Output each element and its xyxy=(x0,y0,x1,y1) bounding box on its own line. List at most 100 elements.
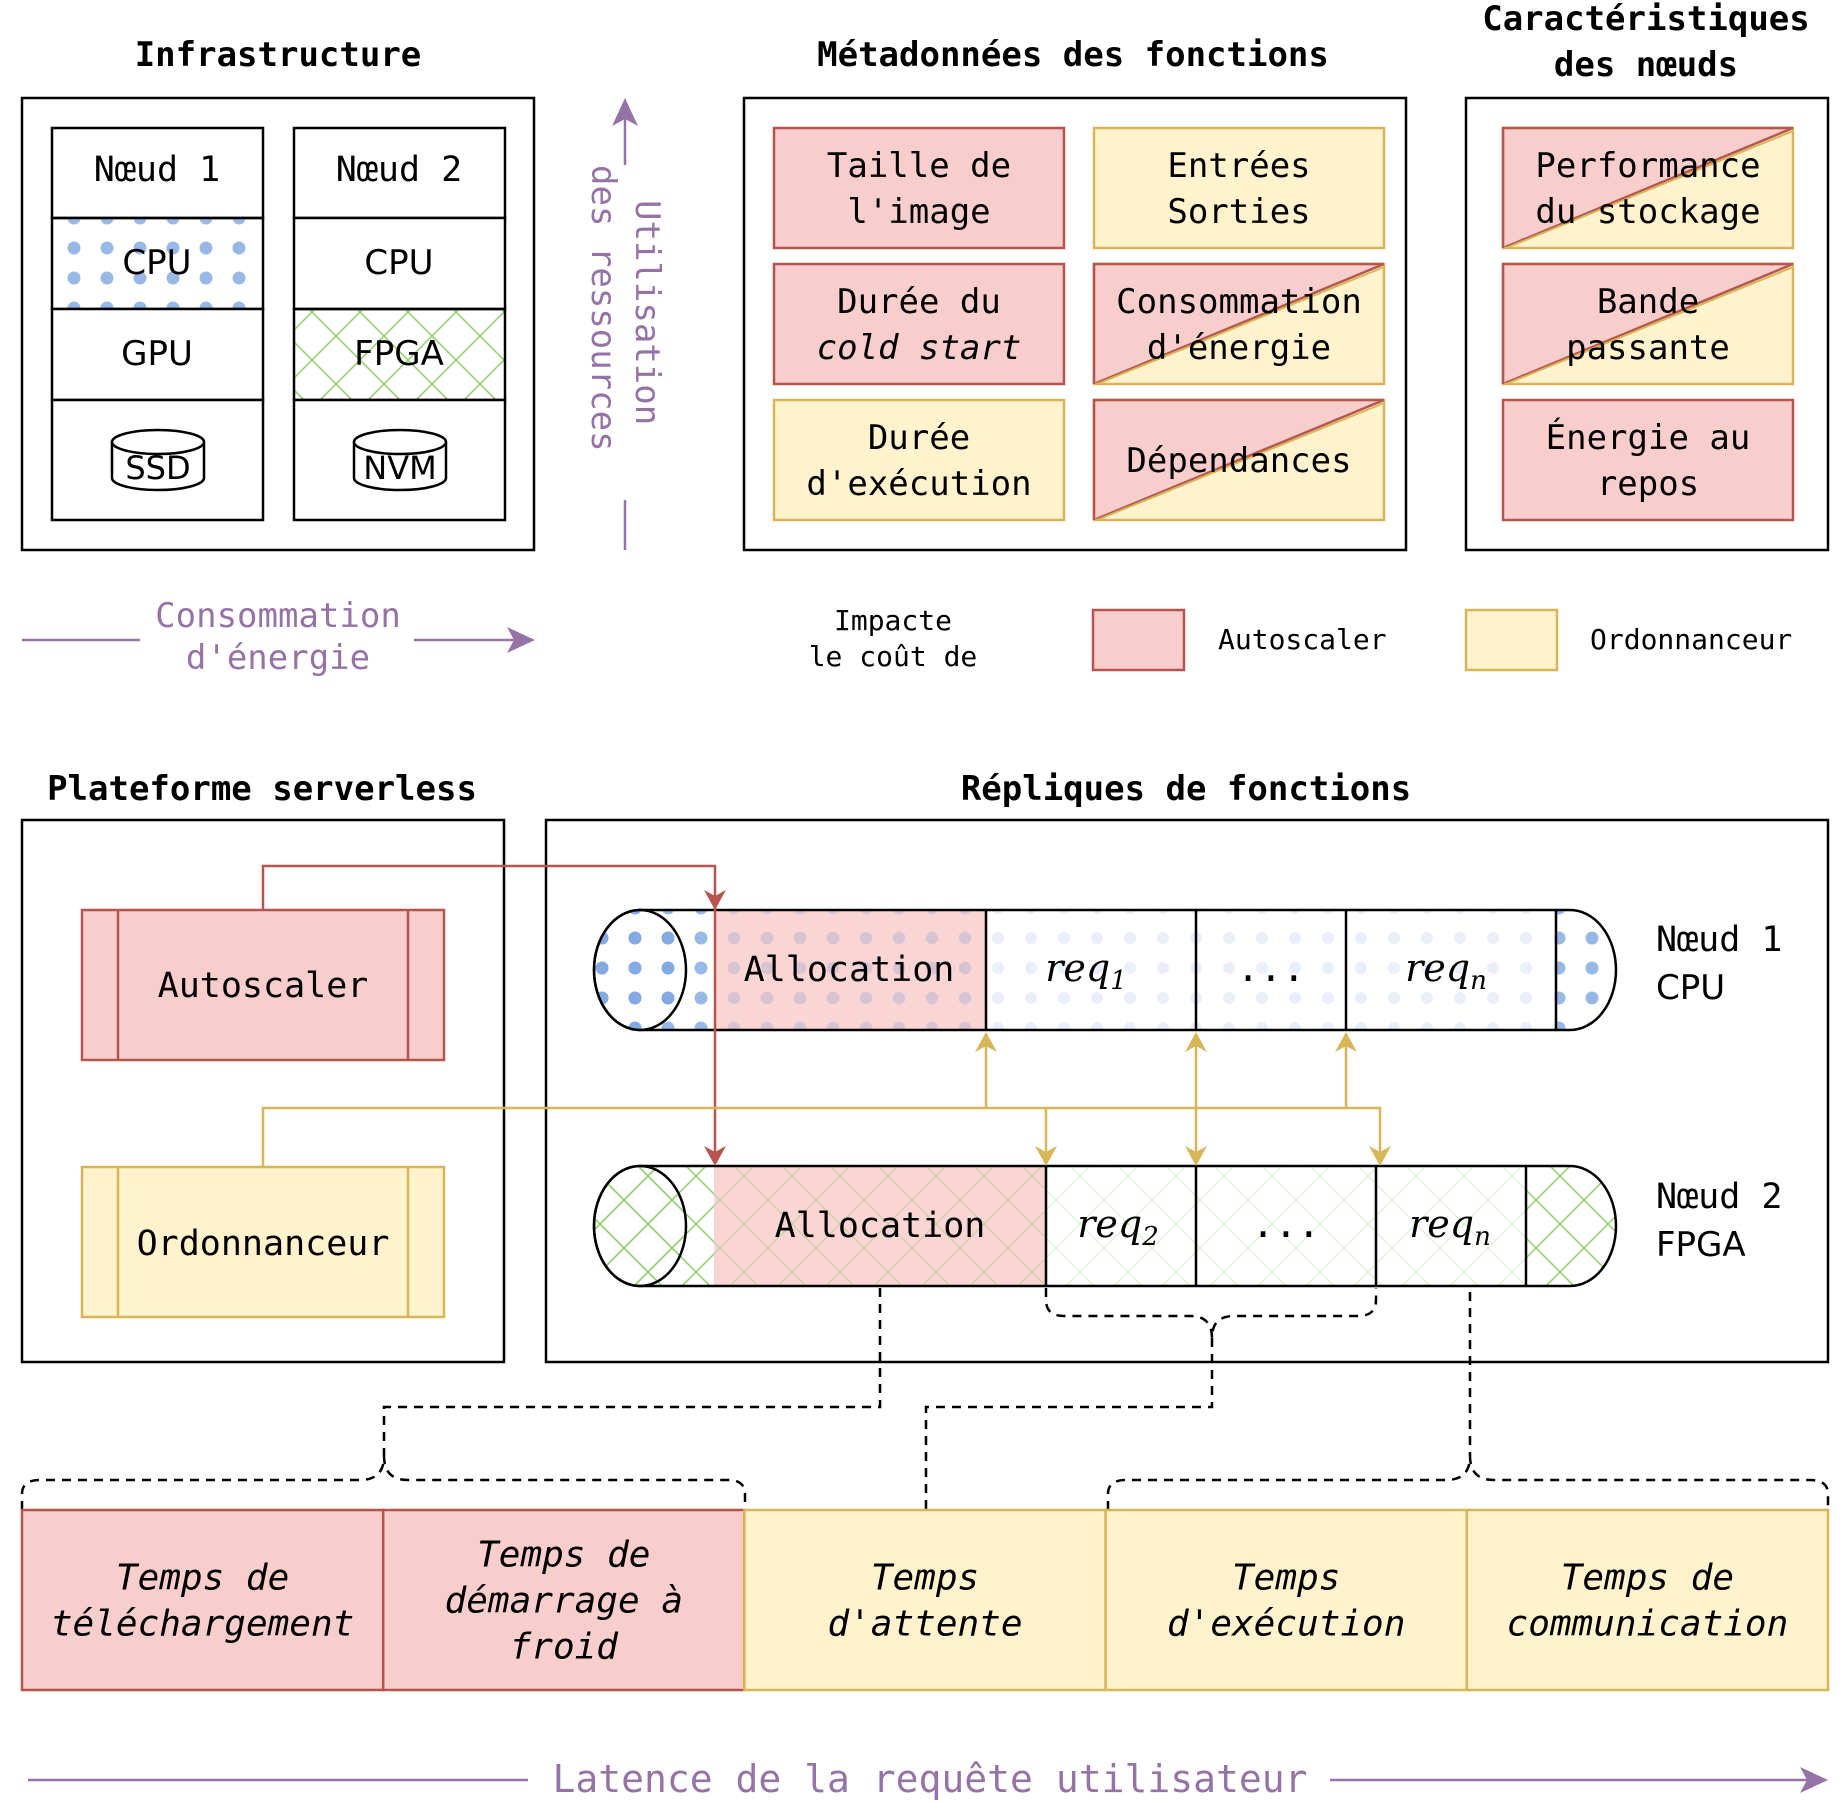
latency-block-0-line-0: Temps de xyxy=(116,1558,289,1599)
arrow-down-icon xyxy=(1035,1146,1057,1166)
arrow-up-icon xyxy=(612,98,638,126)
resource-usage-label-2: des ressources xyxy=(583,165,623,452)
legend-ordonnanceur-label: Ordonnanceur xyxy=(1590,623,1792,656)
replica2-node-label: Nœud 2 xyxy=(1656,1177,1782,1217)
arrow-up-icon xyxy=(1185,1032,1207,1052)
resource-usage-label-1: Utilisation xyxy=(627,200,667,425)
latency-block-2-line-0: Temps xyxy=(871,1558,979,1599)
nvm-icon xyxy=(352,428,448,492)
node2-fpga-label: FPGA xyxy=(354,334,444,374)
legend-autoscaler-swatch xyxy=(1091,608,1186,672)
arrow-up-icon xyxy=(1335,1032,1357,1052)
ordonnanceur-connector xyxy=(261,1032,1391,1167)
autoscaler-connector xyxy=(261,864,726,1166)
replica2-req-last: reqn xyxy=(1409,1202,1491,1252)
replica2-allocation: Allocation xyxy=(775,1206,986,1246)
metadata-item-2-line-0: Durée du xyxy=(837,282,1001,322)
arrow-up-icon xyxy=(975,1032,997,1052)
metadata-item-0: Taille del'image xyxy=(772,126,1066,250)
arrow-down-icon xyxy=(1369,1146,1391,1166)
node1-cpu-label: CPU xyxy=(122,243,191,283)
characteristic-item-1: Bande passante xyxy=(1501,262,1795,386)
metadata-item-0-line-0: Taille de xyxy=(827,146,1011,186)
metadata-item-3-line-1: d'énergie xyxy=(1147,328,1331,368)
metadata-title: Métadonnées des fonctions xyxy=(817,35,1329,75)
latency-block-2: Temps d'attente xyxy=(743,1508,1107,1692)
characteristics-title-2: des nœuds xyxy=(1554,45,1738,85)
node2-fpga-cell xyxy=(292,307,507,402)
arrow-right-icon xyxy=(507,627,535,653)
latency-block-2-line-1: d'attente xyxy=(827,1604,1022,1645)
node2-header: Nœud 2 xyxy=(336,150,462,190)
characteristic-item-0-line-1: du stockage xyxy=(1535,192,1760,232)
autoscaler-label: Autoscaler xyxy=(158,966,369,1006)
replica1-req-first: req1 xyxy=(1045,946,1127,996)
legend-label-2: le coût de xyxy=(809,640,978,673)
latency-block-1: Temps de démarrage à froid xyxy=(381,1508,746,1692)
arrow-down-icon xyxy=(704,890,726,910)
characteristic-item-2-line-1: repos xyxy=(1597,464,1699,504)
arrow-right-icon xyxy=(1800,1767,1828,1793)
ordonnanceur-label: Ordonnanceur xyxy=(137,1224,390,1264)
metadata-item-2: Durée du cold start xyxy=(772,262,1066,386)
latency-axis-label: Latence de la requête utilisateur xyxy=(553,1757,1308,1801)
legend-ordonnanceur-swatch xyxy=(1464,608,1559,672)
latency-block-1-line-1: démarrage à xyxy=(445,1581,683,1622)
replica1-ellipsis: ... xyxy=(1237,946,1306,990)
legend-label-1: Impacte xyxy=(834,604,952,637)
metadata-item-1-line-0: Entrées xyxy=(1167,146,1310,186)
infrastructure-title: Infrastructure xyxy=(135,35,422,75)
node1-gpu-label: GPU xyxy=(121,334,193,374)
node1-storage-label: SSD xyxy=(125,449,190,487)
ssd-icon xyxy=(110,428,206,492)
latency-block-4-line-1: communication xyxy=(1507,1604,1789,1645)
node1-cpu-cell xyxy=(50,216,265,311)
infra-node-1: Nœud 1 CPU GPU SSD xyxy=(50,126,265,522)
ordonnanceur-process: Ordonnanceur xyxy=(80,1165,446,1319)
node1-header: Nœud 1 xyxy=(94,150,220,190)
metadata-item-3: Consommation d'énergie xyxy=(1092,262,1386,386)
metadata-item-5-line-0: Dépendances xyxy=(1126,441,1351,481)
replica2-ellipsis: ... xyxy=(1252,1202,1321,1246)
latency-block-1-line-2: froid xyxy=(510,1627,620,1668)
characteristic-item-1-line-1: passante xyxy=(1566,328,1730,368)
replica1-node-label: Nœud 1 xyxy=(1656,920,1782,960)
metadata-item-5: Dépendances xyxy=(1092,398,1386,522)
latency-block-0-line-1: téléchargement xyxy=(51,1604,354,1645)
replicas-title: Répliques de fonctions xyxy=(961,769,1411,809)
node2-storage-label: NVM xyxy=(363,449,436,487)
autoscaler-process: Autoscaler xyxy=(80,908,446,1062)
metadata-item-4-line-1: d'exécution xyxy=(806,464,1031,504)
latency-block-4-line-0: Temps de xyxy=(1561,1558,1734,1599)
replica2-req-first: req2 xyxy=(1077,1202,1159,1252)
characteristic-item-2: Énergie au repos xyxy=(1501,398,1795,522)
characteristic-item-0: Performance du stockage xyxy=(1501,126,1795,250)
platform-title: Plateforme serverless xyxy=(47,769,477,809)
characteristic-item-1-line-0: Bande xyxy=(1597,282,1699,322)
characteristic-item-0-line-0: Performance xyxy=(1535,146,1760,186)
latency-block-0: Temps de téléchargement xyxy=(20,1508,385,1692)
characteristics-title-1: Caractéristiques xyxy=(1482,0,1810,39)
latency-braces xyxy=(20,1288,1830,1510)
characteristic-item-2-line-0: Énergie au xyxy=(1546,417,1751,458)
metadata-item-3-line-0: Consommation xyxy=(1116,282,1362,322)
energy-axis: Consommation d'énergie xyxy=(22,596,535,678)
energy-label-1: Consommation xyxy=(155,596,401,636)
legend-autoscaler-label: Autoscaler xyxy=(1218,623,1387,656)
energy-label-2: d'énergie xyxy=(186,638,370,678)
latency-block-1-line-0: Temps de xyxy=(477,1535,650,1576)
latency-block-3-line-0: Temps xyxy=(1232,1558,1340,1599)
replica2-node-type: FPGA xyxy=(1656,1225,1746,1265)
node2-cpu-label: CPU xyxy=(364,243,433,283)
resource-usage-axis: Utilisation des ressources xyxy=(583,98,667,550)
arrow-down-icon xyxy=(1185,1146,1207,1166)
latency-axis: Latence de la requête utilisateur xyxy=(28,1757,1828,1801)
metadata-item-2-line-1: cold start xyxy=(817,328,1022,368)
replica1-node-type: CPU xyxy=(1656,968,1725,1008)
